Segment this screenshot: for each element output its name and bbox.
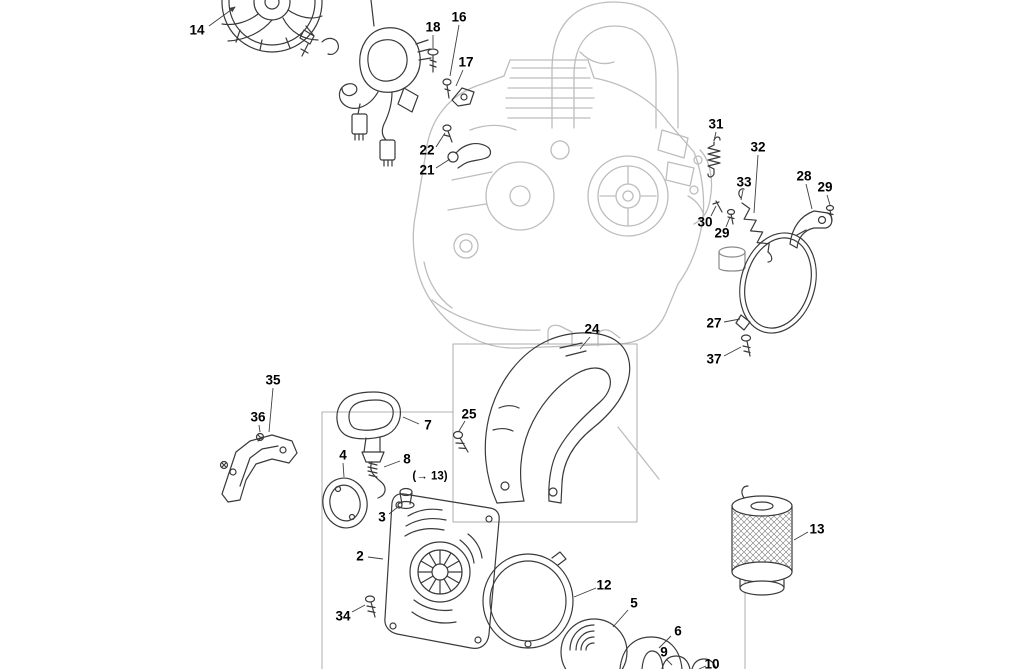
callout-16: 16 xyxy=(451,9,467,25)
parts-16-17-drawing xyxy=(442,78,475,107)
brake-band-27-drawing xyxy=(735,229,817,334)
callout-10: 10 xyxy=(704,656,720,669)
pulley-6-drawing xyxy=(619,636,683,669)
callout-18: 18 xyxy=(425,19,441,35)
callout-4: 4 xyxy=(339,447,347,463)
engine-body-drawing xyxy=(412,1,713,349)
handle-frame-24-drawing xyxy=(484,332,631,504)
leader-line-21 xyxy=(435,158,451,169)
callout-21: 21 xyxy=(419,162,435,178)
leader-line-37 xyxy=(723,346,742,357)
callout-35: 35 xyxy=(265,372,281,388)
pin-30-drawing xyxy=(712,200,723,213)
bushing-33-drawing xyxy=(718,246,746,272)
spring-32-drawing xyxy=(738,188,773,263)
callout-12: 12 xyxy=(596,577,612,593)
starter-grip-7-drawing xyxy=(336,391,401,463)
callout-3: 3 xyxy=(378,509,386,525)
leader-line-9 xyxy=(665,658,673,666)
callout-29: 29 xyxy=(714,225,730,241)
rope-spool-13-drawing xyxy=(731,485,793,596)
leader-line-25 xyxy=(458,420,466,432)
callout-7: 7 xyxy=(424,417,432,433)
callout-31: 31 xyxy=(708,116,724,132)
leader-line-28 xyxy=(805,183,813,210)
rosette-4-drawing xyxy=(322,477,368,529)
bracket-35-drawing xyxy=(221,434,298,503)
screw-34-drawing xyxy=(364,595,376,618)
callout-37: 37 xyxy=(706,351,722,367)
screws-36-drawing xyxy=(219,432,265,470)
callout-8: 8 xyxy=(403,451,411,467)
screw-29-left-drawing xyxy=(726,208,736,225)
callout-29: 29 xyxy=(817,179,833,195)
washer-9-drawing xyxy=(661,655,691,669)
screw-29-right-drawing xyxy=(825,204,835,222)
callout-30: 30 xyxy=(697,214,713,230)
screw-18-drawing xyxy=(427,48,439,73)
leader-line-27 xyxy=(723,318,741,323)
leader-line-30 xyxy=(710,205,717,217)
callout-17: 17 xyxy=(458,54,474,70)
rewind-spring-5-drawing xyxy=(560,618,628,669)
clip-10-drawing xyxy=(691,658,717,669)
starter-rope-8-drawing xyxy=(367,461,386,499)
callout-36: 36 xyxy=(250,409,266,425)
leader-line-22 xyxy=(435,132,446,148)
callout-14: 14 xyxy=(189,22,205,38)
brake-lever-28-drawing xyxy=(789,210,833,249)
leader-line-36 xyxy=(258,424,261,433)
leader-line-14 xyxy=(208,6,236,27)
leader-line-17 xyxy=(455,69,464,87)
leader-line-12 xyxy=(573,587,597,598)
flywheel-drawing xyxy=(221,0,323,57)
leader-line-2 xyxy=(367,556,384,560)
rope-bushing-3-drawing xyxy=(397,487,415,510)
callout-24: 24 xyxy=(584,321,600,337)
leader-line-31 xyxy=(713,131,717,142)
leader-line-16 xyxy=(449,24,460,77)
leader-line-13 xyxy=(793,531,809,541)
leader-line-5 xyxy=(612,609,629,628)
screw-37-drawing xyxy=(740,334,752,357)
callout-13: 13 xyxy=(809,521,825,537)
leader-line-29 xyxy=(725,216,731,228)
leader-line-34 xyxy=(351,604,366,613)
leader-line-4 xyxy=(342,462,345,478)
callout-28: 28 xyxy=(796,168,812,184)
callout-2: 2 xyxy=(356,548,364,564)
leader-line-7 xyxy=(402,416,420,425)
callout-13: (→ 13) xyxy=(412,470,448,483)
leader-line-35 xyxy=(268,387,274,433)
callout-9: 9 xyxy=(660,644,668,660)
screw-25-drawing xyxy=(452,430,469,453)
handlebar-rod-drawing xyxy=(617,426,660,480)
leader-line-33 xyxy=(740,189,744,201)
callout-25: 25 xyxy=(461,406,477,422)
callout-27: 27 xyxy=(706,315,722,331)
parts-21-22-drawing xyxy=(442,124,492,169)
callout-6: 6 xyxy=(674,623,682,639)
callout-34: 34 xyxy=(335,608,351,624)
leader-line-8 xyxy=(383,460,401,468)
leader-line-3 xyxy=(388,505,400,515)
callout-22: 22 xyxy=(419,142,435,158)
starter-cover-2-drawing xyxy=(384,493,500,649)
callout-5: 5 xyxy=(630,595,638,611)
callout-32: 32 xyxy=(750,139,766,155)
leader-line-32 xyxy=(753,154,759,214)
leader-line-24 xyxy=(579,336,591,350)
leader-line-6 xyxy=(658,635,672,649)
callout-33: 33 xyxy=(736,174,752,190)
leader-line-29 xyxy=(826,194,831,206)
ignition-coil-drawing xyxy=(321,0,432,167)
fan-ring-12-drawing xyxy=(482,551,574,649)
